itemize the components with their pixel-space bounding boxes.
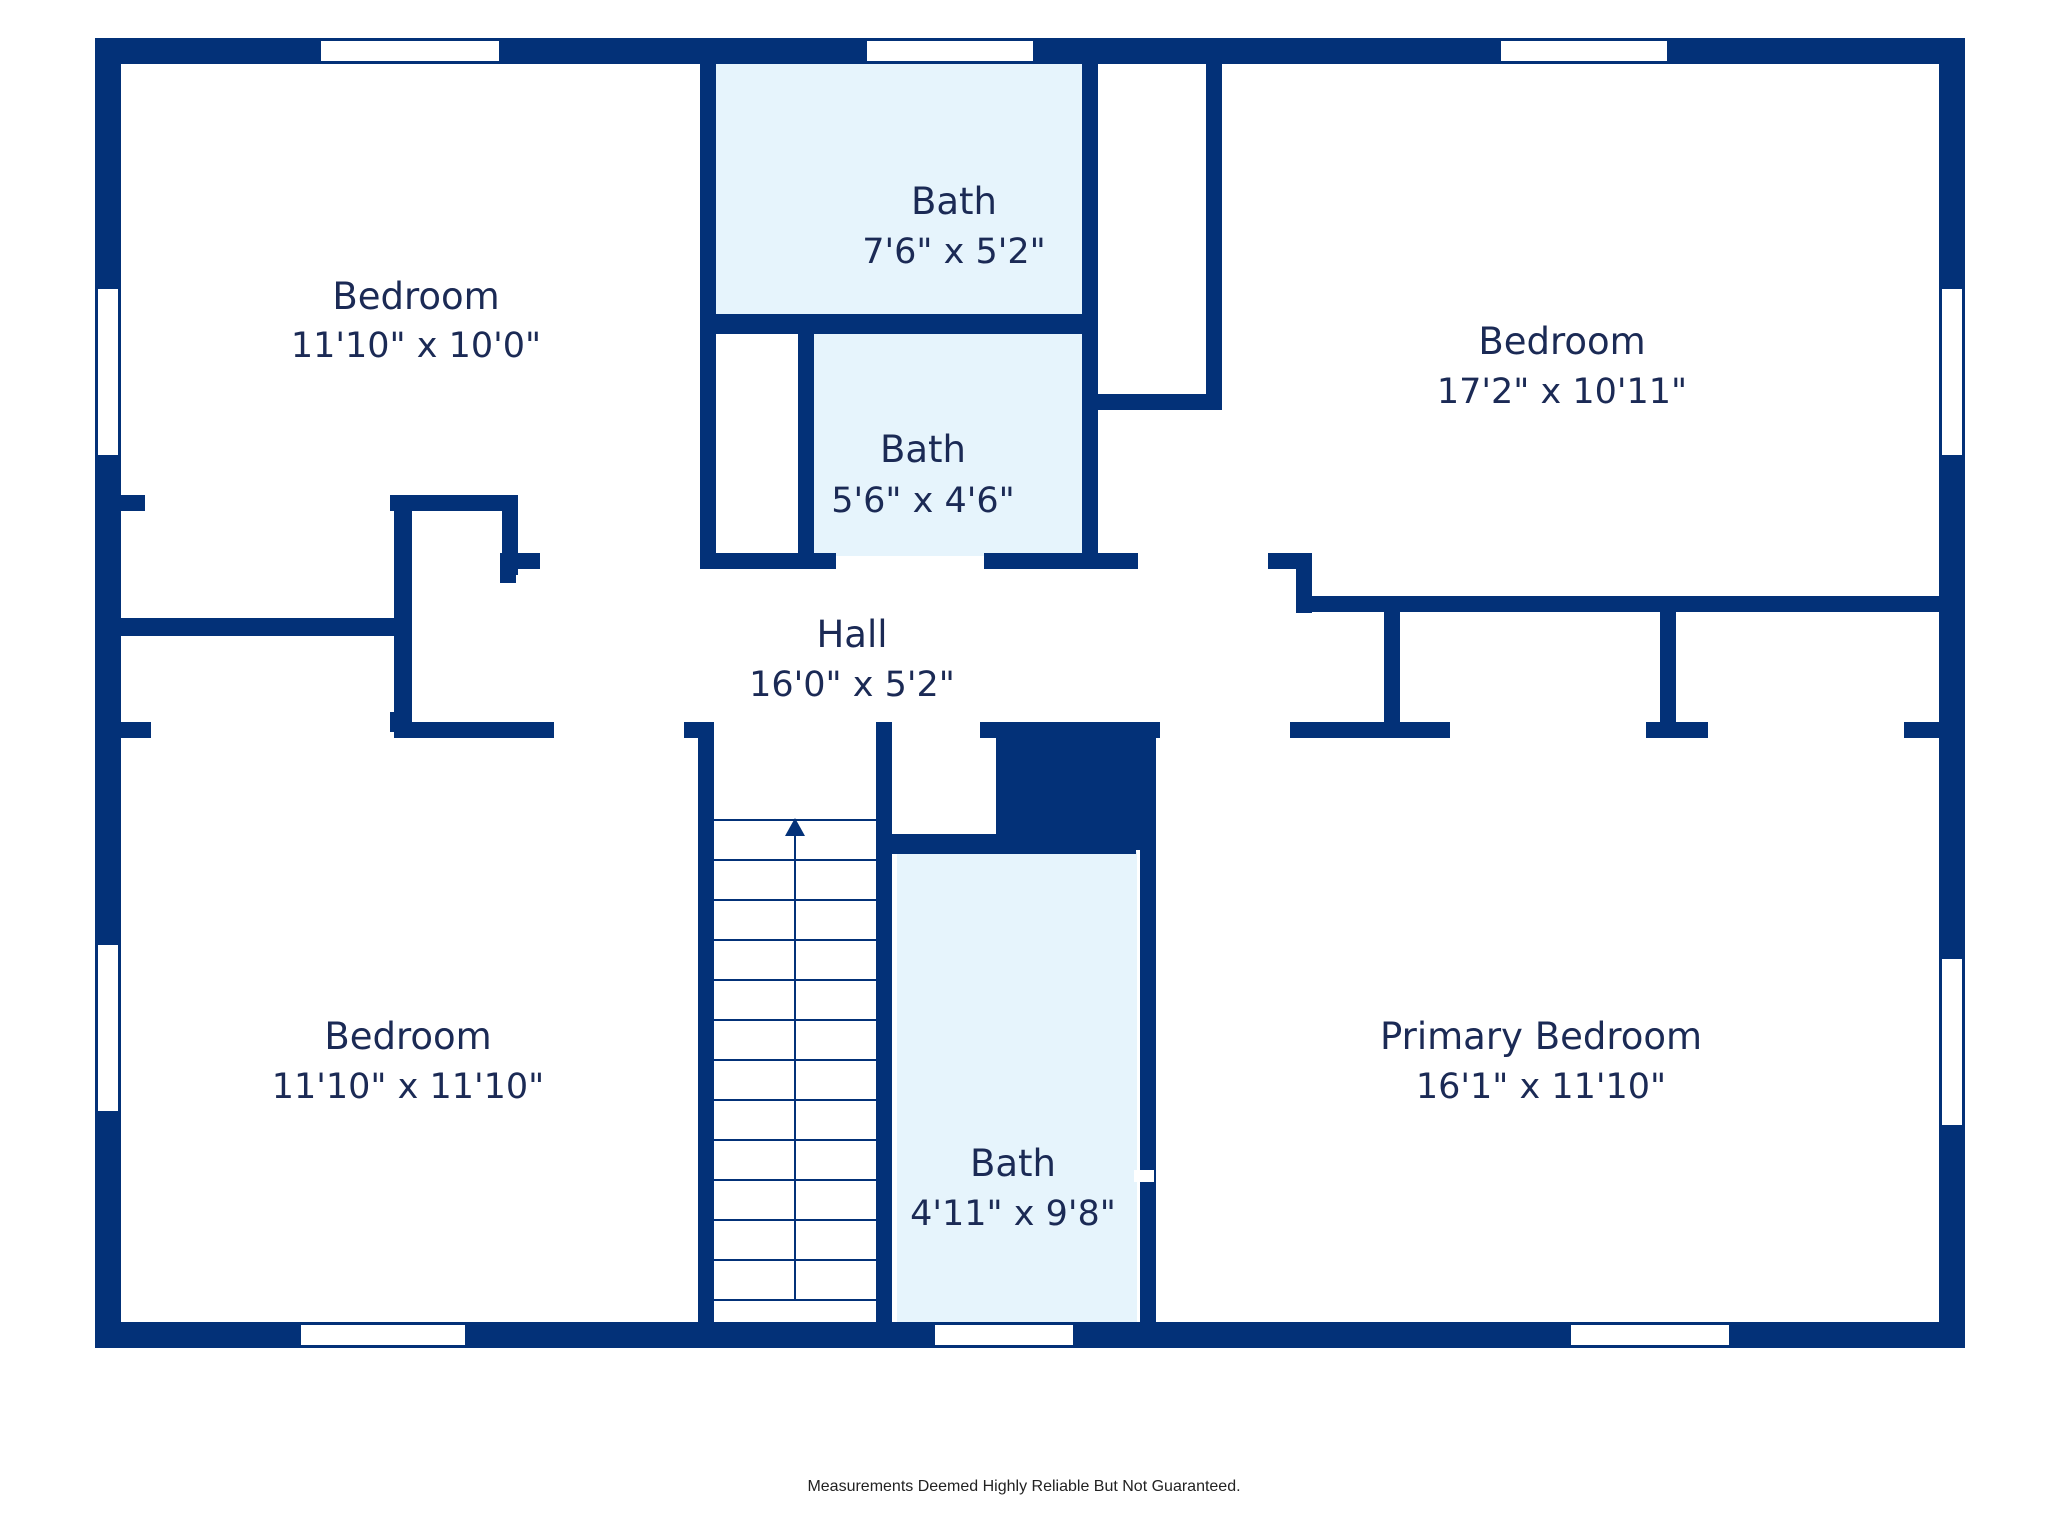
bath-top-name: Bath	[911, 180, 997, 223]
bath-mid-dims: 5'6" x 4'6"	[831, 481, 1014, 521]
primary-bedroom-name: Primary Bedroom	[1380, 1015, 1702, 1058]
bedroom-sw-name: Bedroom	[324, 1015, 491, 1058]
bedroom-ne-name: Bedroom	[1478, 320, 1645, 363]
bath-top-fill	[714, 62, 1082, 316]
hall-name: Hall	[816, 613, 887, 656]
bath-mid-name: Bath	[880, 428, 966, 471]
disclaimer: Measurements Deemed Highly Reliable But …	[807, 1478, 1241, 1495]
room-labels: Bedroom 11'10" x 10'0" Bath 7'6" x 5'2" …	[272, 180, 1702, 1234]
bath-bottom-fill	[897, 852, 1137, 1323]
bedroom-ne-dims: 17'2" x 10'11"	[1437, 372, 1687, 412]
bath-bottom-name: Bath	[970, 1142, 1056, 1185]
primary-bedroom-dims: 16'1" x 11'10"	[1416, 1067, 1666, 1107]
bath-top-dims: 7'6" x 5'2"	[862, 232, 1045, 272]
bath-bottom-dims: 4'11" x 9'8"	[910, 1194, 1116, 1234]
bath-fills	[714, 62, 1137, 1323]
bedroom-nw-name: Bedroom	[332, 275, 499, 318]
bedroom-nw-dims: 11'10" x 10'0"	[291, 326, 541, 366]
windows	[96, 39, 1964, 1347]
hall-dims: 16'0" x 5'2"	[749, 665, 955, 705]
staircase	[714, 818, 876, 1301]
bedroom-sw-dims: 11'10" x 11'10"	[272, 1067, 545, 1107]
bath-mid-fill	[814, 334, 1082, 556]
